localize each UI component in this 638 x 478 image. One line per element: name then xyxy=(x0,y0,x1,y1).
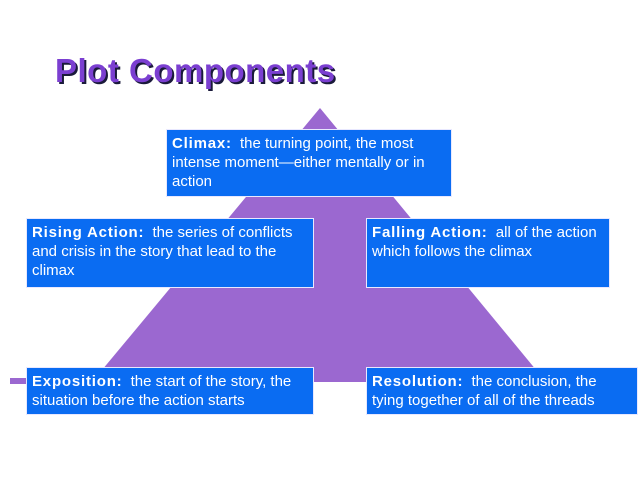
resolution-box: Resolution: the conclusion, the tying to… xyxy=(366,367,638,415)
falling-action-definition: all of the action which follows the clim… xyxy=(372,224,597,260)
exposition-definition: the start of the story, the situation be… xyxy=(32,373,292,409)
resolution-definition: the conclusion, the tying together of al… xyxy=(372,373,597,409)
resolution-term: Resolution: xyxy=(372,373,464,390)
exposition-box: Exposition: the start of the story, the … xyxy=(26,367,314,415)
falling-action-term: Falling Action: xyxy=(372,224,488,241)
exposition-term: Exposition: xyxy=(32,373,123,390)
climax-definition: the turning point, the most intense mome… xyxy=(172,135,425,190)
climax-term: Climax: xyxy=(172,135,232,152)
climax-box: Climax: the turning point, the most inte… xyxy=(166,129,452,197)
rising-action-definition: the series of conflicts and crisis in th… xyxy=(32,224,293,279)
page-title: Plot Components xyxy=(55,52,336,89)
falling-action-box: Falling Action: all of the action which … xyxy=(366,218,610,288)
pyramid-base-bar xyxy=(10,378,32,384)
rising-action-box: Rising Action: the series of conflicts a… xyxy=(26,218,314,288)
pyramid-triangle xyxy=(92,108,546,382)
rising-action-term: Rising Action: xyxy=(32,224,145,241)
